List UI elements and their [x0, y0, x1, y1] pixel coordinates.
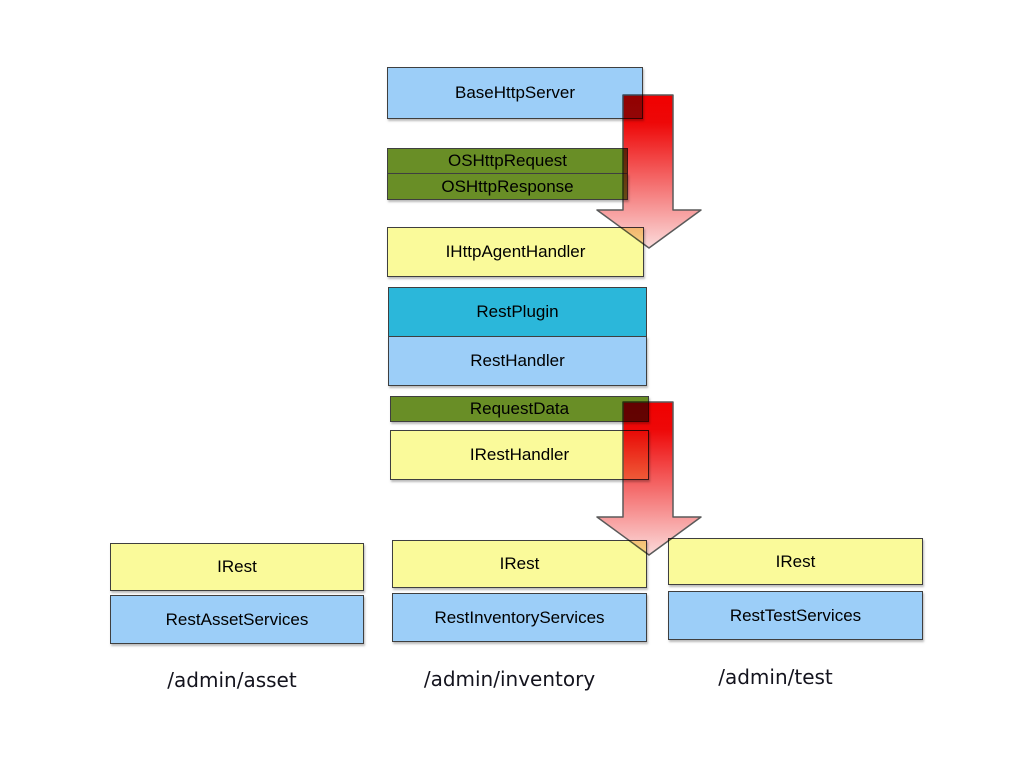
box-irest-asset: IRest	[110, 543, 364, 591]
box-rest-asset-services: RestAssetServices	[110, 595, 364, 644]
box-irest-test: IRest	[668, 538, 923, 585]
box-label: RestAssetServices	[165, 609, 309, 629]
box-label: RestHandler	[470, 351, 565, 370]
box-label: RestTestServices	[729, 605, 862, 625]
box-ihttp-agent-handler: IHttpAgentHandler	[387, 227, 644, 277]
box-label: OSHttpRequest	[447, 151, 568, 170]
box-rest-inventory-services: RestInventoryServices	[392, 593, 647, 642]
box-rest-plugin: RestPlugin	[388, 287, 647, 337]
box-label: IRest	[499, 554, 540, 573]
box-label: RequestData	[469, 399, 570, 418]
box-rest-test-services: RestTestServices	[668, 591, 923, 640]
route-admin-test: /admin/test	[718, 665, 833, 689]
box-os-http-request: OSHttpRequest	[387, 148, 628, 174]
box-label: BaseHttpServer	[455, 83, 575, 102]
box-base-http-server: BaseHttpServer	[387, 67, 643, 119]
box-label: RestPlugin	[476, 302, 559, 321]
route-admin-asset: /admin/asset	[167, 668, 297, 692]
box-rest-handler: RestHandler	[388, 336, 647, 386]
box-label: IRestHandler	[469, 445, 570, 464]
box-label: IHttpAgentHandler	[445, 242, 586, 261]
box-irest-handler: IRestHandler	[390, 430, 649, 480]
box-label: IRest	[217, 557, 257, 576]
box-os-http-response: OSHttpResponse	[387, 173, 628, 200]
route-admin-inventory: /admin/inventory	[423, 667, 596, 691]
box-irest-inventory: IRest	[392, 540, 647, 588]
box-label: RestInventoryServices	[434, 607, 605, 627]
box-label: IRest	[775, 551, 816, 571]
box-label: OSHttpResponse	[441, 176, 574, 196]
box-request-data: RequestData	[390, 396, 649, 422]
